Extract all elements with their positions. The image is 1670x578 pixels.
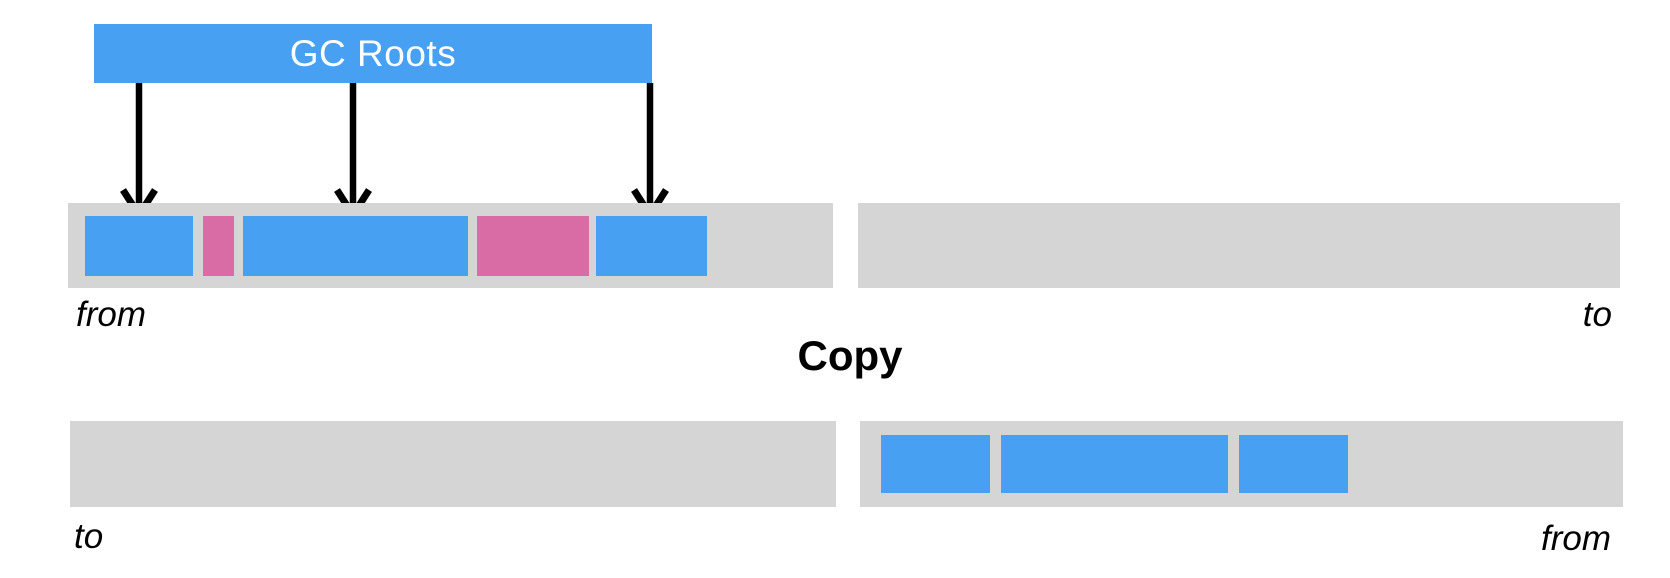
label-from-old-space: from [76,295,146,334]
gc-roots-box: GC Roots [94,24,652,83]
live-object-block [1001,435,1228,493]
gc-root-arrow-down-icon [334,83,372,222]
live-object-block [243,216,468,276]
gc-root-arrow-down-icon [631,83,669,222]
dead-object-block [203,216,234,276]
heap-space-from-after-copy [860,421,1623,507]
heap-space-to-after-copy [70,421,836,507]
heap-space-to-before-copy [858,203,1620,288]
label-to-new-space: to [74,517,104,556]
label-to-old-space: to [1582,295,1612,334]
gc-root-arrow-down-icon [120,83,158,222]
heap-space-from-before-copy [68,203,833,288]
live-object-block [1239,435,1348,493]
dead-object-block [477,216,589,276]
live-object-block [881,435,990,493]
label-from-new-space: from [1541,519,1611,558]
live-object-block [596,216,707,276]
live-object-block [85,216,193,276]
copy-step-label: Copy [797,332,903,379]
